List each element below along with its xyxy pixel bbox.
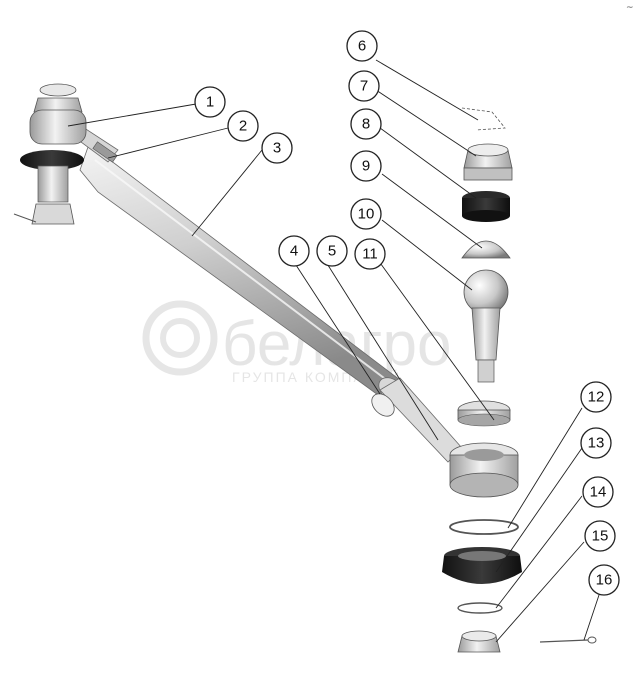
part-16-cotter-pin [539, 636, 597, 644]
corner-mark: ~ [626, 3, 634, 13]
callout-9: 9 [350, 150, 382, 182]
leader-8 [379, 127, 477, 199]
leader-10 [381, 219, 473, 291]
leader-12 [507, 407, 583, 529]
right-tie-rod-housing [449, 442, 519, 498]
leader-11 [377, 259, 495, 421]
callout-8: 8 [350, 108, 382, 140]
callout-label-16: 16 [596, 572, 613, 589]
callout-label-4: 4 [290, 243, 298, 260]
part-14-snap-ring [457, 602, 503, 614]
part-9-bearing-cap [461, 240, 511, 259]
part-6-cotter-pin [461, 107, 506, 131]
part-7-nut [463, 143, 513, 181]
callout-14: 14 [582, 476, 614, 508]
leader-13 [495, 447, 583, 573]
leader-7 [375, 89, 477, 157]
right-inner-rod [371, 377, 463, 463]
leader-4 [293, 261, 381, 395]
callout-label-2: 2 [239, 118, 247, 135]
callout-label-12: 12 [588, 389, 605, 406]
callout-label-9: 9 [362, 158, 370, 175]
callout-11: 11 [354, 238, 386, 270]
leader-9 [381, 173, 483, 249]
callout-label-13: 13 [588, 435, 605, 452]
leader-lines [67, 59, 601, 643]
callout-2: 2 [227, 110, 259, 142]
part-13-dust-boot [442, 547, 522, 584]
callout-16: 16 [588, 564, 620, 596]
callout-12: 12 [580, 381, 612, 413]
watermark-logo-icon [142, 300, 218, 376]
part-8-rubber-seal [462, 191, 510, 222]
callout-1: 1 [194, 86, 226, 118]
callout-label-6: 6 [358, 38, 366, 55]
callout-label-7: 7 [360, 78, 368, 95]
callout-7: 7 [348, 70, 380, 102]
leader-16 [583, 591, 601, 641]
part-12-ring [449, 519, 519, 535]
callout-label-11: 11 [362, 246, 378, 263]
leader-6 [375, 59, 479, 121]
callout-label-14: 14 [590, 484, 607, 501]
callout-label-5: 5 [328, 243, 336, 260]
callout-10: 10 [350, 198, 382, 230]
part-15-castle-nut [457, 630, 501, 653]
left-tie-rod-end [13, 83, 87, 225]
callouts: 1 2 3 4 5 6 7 8 9 10 11 12 13 14 15 16 [194, 30, 620, 596]
leader-15 [495, 541, 585, 643]
part-11-bearing-insert [457, 400, 511, 427]
callout-label-3: 3 [273, 140, 281, 157]
leader-5 [325, 261, 439, 441]
callout-label-15: 15 [592, 528, 609, 545]
callout-5: 5 [316, 235, 348, 267]
callout-13: 13 [580, 427, 612, 459]
callout-4: 4 [278, 235, 310, 267]
callout-3: 3 [261, 132, 293, 164]
callout-label-8: 8 [362, 116, 370, 133]
callout-6: 6 [346, 30, 378, 62]
callout-label-1: 1 [206, 94, 214, 111]
leader-14 [495, 495, 583, 609]
leader-2 [107, 127, 229, 159]
leader-1 [67, 103, 197, 127]
callout-15: 15 [584, 520, 616, 552]
part-10-ball-pin [463, 269, 509, 383]
callout-label-10: 10 [358, 206, 375, 223]
leader-3 [191, 149, 263, 237]
